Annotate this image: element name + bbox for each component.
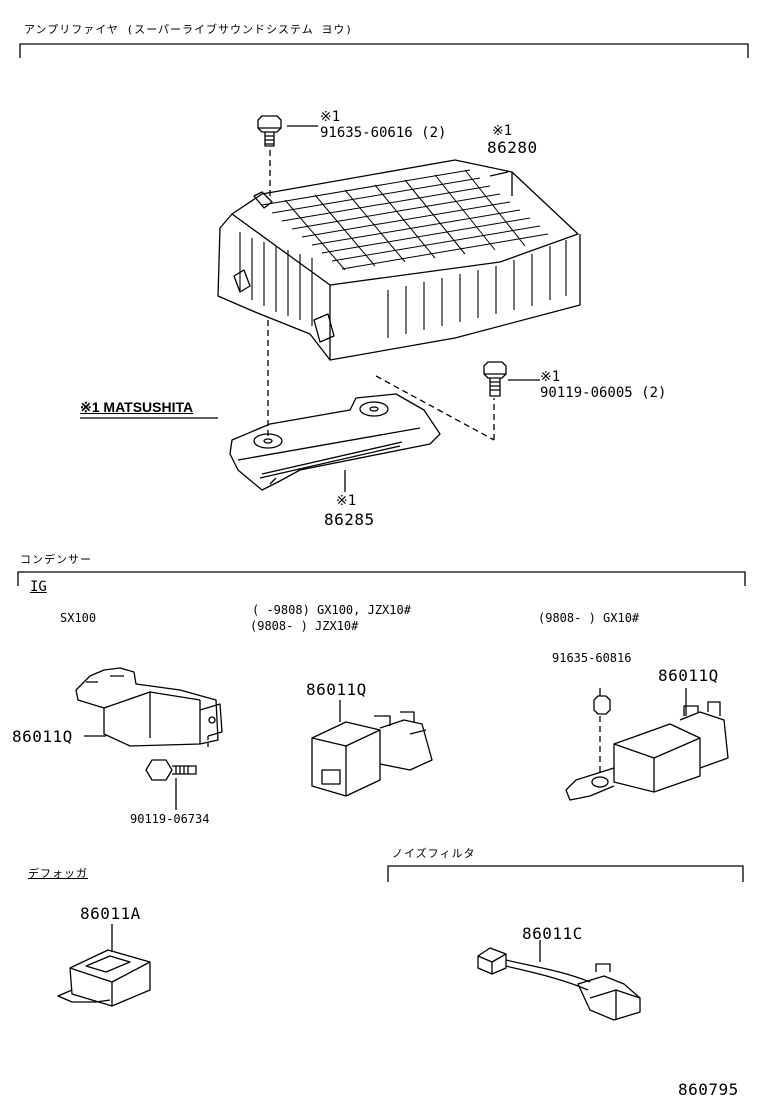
- condenser-gx10-illustration: [565, 688, 729, 801]
- condenser-col2-model-line1: ( -9808) GX100, JZX10#: [252, 603, 411, 617]
- condenser-section-title: コンデンサー: [20, 553, 92, 566]
- condenser-col2-model-line2: (9808- ) JZX10#: [250, 619, 359, 633]
- bolt-right-mark: ※1: [540, 369, 561, 385]
- condenser-col1-bolt-part-number: 90119-06734: [130, 812, 210, 826]
- defogger-condenser-illustration: [57, 924, 151, 1007]
- amplifier-illustration: [80, 115, 581, 492]
- maker-note: ※1 MATSUSHITA: [80, 399, 194, 415]
- amplifier-mark: ※1: [492, 123, 513, 139]
- condenser-ig-label: IG: [30, 579, 47, 595]
- bolt-top-mark: ※1: [320, 109, 341, 125]
- bracket-mark: ※1: [336, 493, 357, 509]
- condenser-section-bracket: [17, 571, 746, 586]
- diagram-number: 860795: [678, 1080, 739, 1099]
- defogger-section-title: デフォッガ: [28, 867, 88, 880]
- amplifier-part-number: 86280: [487, 138, 538, 157]
- condenser-col2-part-number: 86011Q: [306, 680, 367, 699]
- condenser-col1-model: SX100: [60, 611, 97, 625]
- bolt-right-part-number: 90119-06005 (2): [540, 385, 667, 401]
- condenser-col3-part-number: 86011Q: [658, 666, 719, 685]
- bracket-part-number: 86285: [324, 510, 375, 529]
- noise-filter-part-number: 86011C: [522, 924, 583, 943]
- amplifier-section-bracket: [19, 43, 749, 58]
- condenser-col3-nut-part-number: 91635-60816: [552, 651, 632, 665]
- bolt-top-part-number: 91635-60616 (2): [320, 125, 447, 141]
- condenser-col3-model: (9808- ) GX10#: [538, 611, 640, 625]
- condenser-sx100-illustration: [75, 667, 223, 810]
- condenser-gx100-illustration: [311, 700, 433, 797]
- noise-filter-illustration: [477, 940, 641, 1021]
- amplifier-section-title: アンプリファイヤ (スーパーライブサウンドシステム ヨウ): [24, 23, 353, 36]
- condenser-col1-part-number: 86011Q: [12, 727, 73, 746]
- defogger-part-number: 86011A: [80, 904, 141, 923]
- noise-filter-section-title: ノイズフィルタ: [392, 847, 476, 860]
- noise-filter-section-bracket: [387, 865, 744, 882]
